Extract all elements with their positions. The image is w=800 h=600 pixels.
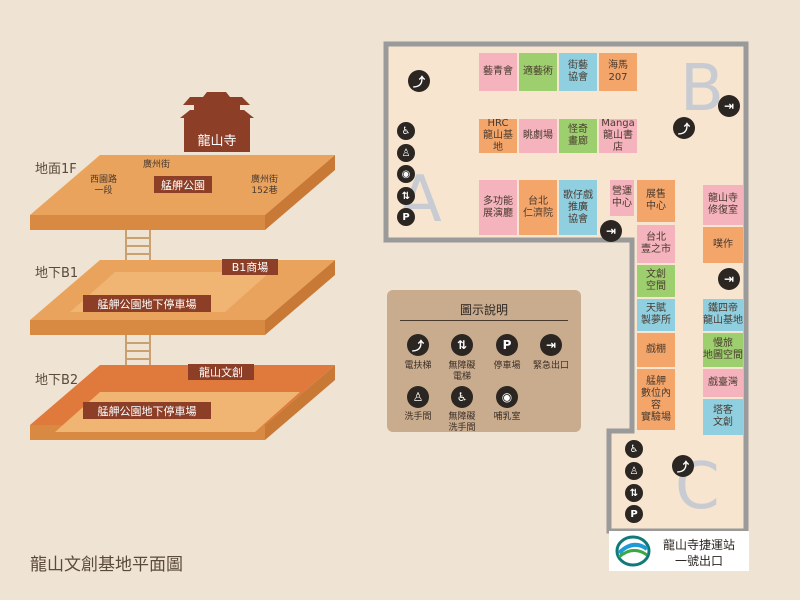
restroom-icon-c: ♙ <box>625 462 643 480</box>
unit-u9[interactable]: 多功能 展演廳 <box>479 180 517 235</box>
metro-logo-icon <box>615 535 651 567</box>
escalator-icon-a: ⤴ <box>408 70 430 92</box>
temple-label: 龍山寺 <box>197 134 237 149</box>
unit-u18[interactable]: 艋舺 數位內容 實驗場 <box>637 369 675 430</box>
nursing-room-icon-a: ◉ <box>397 165 415 183</box>
parking-icon: P <box>496 334 518 356</box>
zone-b: B <box>680 52 724 126</box>
unit-u5[interactable]: HRC 龍山基地 <box>479 118 517 153</box>
legend-label-exit: 緊急出口 <box>532 361 569 371</box>
unit-u3[interactable]: 街藝 協會 <box>559 53 597 91</box>
emergency-exit-icon-c: ⇥ <box>718 268 740 290</box>
unit-u6[interactable]: 眺劇場 <box>519 119 557 153</box>
ground-floor-side <box>265 155 335 230</box>
legend-label-restroom: 洗手間 <box>404 412 432 422</box>
escalator-icon-b: ⤴ <box>673 117 695 139</box>
restroom-icon: ♙ <box>407 386 429 408</box>
unit-u22[interactable]: 慢旅 地圖空間 <box>703 333 743 367</box>
unit-u19[interactable]: 龍山寺 修復室 <box>703 185 743 225</box>
emergency-exit-icon-mid: ⇥ <box>600 220 622 242</box>
unit-u13[interactable]: 展售 中心 <box>637 180 675 222</box>
escalator-icon: ⤴ <box>407 334 429 356</box>
b1-floor-side <box>265 260 335 335</box>
accessible-restroom-icon-a: ♿ <box>397 122 415 140</box>
b1-parking-label: 艋舺公園地下停車場 <box>83 295 211 312</box>
street-right: 廣州街 152巷 <box>251 175 279 196</box>
unit-u7[interactable]: 怪奇 畫廊 <box>559 119 597 153</box>
parking-icon-c: P <box>625 505 643 523</box>
legend-label-elevator: 無障礙 電梯 <box>448 361 476 382</box>
unit-u24[interactable]: 塔客 文創 <box>703 399 743 435</box>
elevator-icon-c: ⇅ <box>625 484 643 502</box>
unit-u8[interactable]: Manga 龍山書店 <box>599 118 637 153</box>
unit-u12[interactable]: 營運 中心 <box>610 180 634 216</box>
unit-u21[interactable]: 鐵四帝 龍山基地 <box>703 299 743 331</box>
street-left: 西園路 一段 <box>90 175 118 196</box>
legend-divider <box>400 320 568 321</box>
emergency-exit-icon-b: ⇥ <box>718 95 740 117</box>
legend-label-parking: 停車場 <box>493 361 521 371</box>
unit-u20[interactable]: 噗作 <box>703 227 743 263</box>
ground-floor-front <box>30 215 265 230</box>
b1-floor-front <box>30 320 265 335</box>
accessible-restroom-icon: ♿ <box>451 386 473 408</box>
metro-exit-line2: 一號出口 <box>674 554 723 568</box>
unit-u10[interactable]: 台北 仁濟院 <box>519 180 557 235</box>
legend-label-escalator: 電扶梯 <box>404 361 432 371</box>
legend-box <box>387 290 581 432</box>
legend-label-accessible: 無障礙 洗手間 <box>448 412 476 433</box>
accessible-restroom-icon-c: ♿ <box>625 440 643 458</box>
parking-icon-a: P <box>397 208 415 226</box>
escalator-icon-c: ⤴ <box>672 455 694 477</box>
legend-label-nursing: 哺乳室 <box>493 412 521 422</box>
unit-u17[interactable]: 戲棚 <box>637 333 675 367</box>
ground-level-label: 地面1F <box>35 162 77 177</box>
page-title: 龍山文創基地平面圖 <box>30 555 183 575</box>
unit-u23[interactable]: 戲臺灣 <box>703 369 743 397</box>
nursing-room-icon: ◉ <box>496 386 518 408</box>
b1-tag: B1商場 <box>222 259 278 275</box>
park-label: 艋舺公園 <box>154 176 212 193</box>
unit-u14[interactable]: 台北 壹之市 <box>637 225 675 263</box>
unit-u11[interactable]: 歌仔戲 推廣 協會 <box>559 180 597 235</box>
b2-level-label: 地下B2 <box>35 373 79 388</box>
unit-u2[interactable]: 適藝術 <box>519 53 557 91</box>
elevator-icon: ⇅ <box>451 334 473 356</box>
unit-u16[interactable]: 天賦 製夢所 <box>637 299 675 331</box>
unit-u4[interactable]: 海馬 207 <box>599 53 637 91</box>
legend-title: 圖示說明 <box>459 303 508 317</box>
emergency-exit-icon: ⇥ <box>540 334 562 356</box>
unit-u15[interactable]: 文創 空間 <box>637 265 675 297</box>
b2-tag: 龍山文創 <box>188 364 254 380</box>
street-top: 廣州街 <box>143 160 171 170</box>
temple-icon <box>180 92 254 152</box>
level-diagram <box>30 92 335 440</box>
b2-floor-side <box>265 365 335 440</box>
restroom-icon-a: ♙ <box>397 144 415 162</box>
b1-level-label: 地下B1 <box>35 266 79 281</box>
metro-exit-line1: 龍山寺捷運站 <box>662 538 735 552</box>
unit-u1[interactable]: 藝青會 <box>479 53 517 91</box>
b2-parking-label: 艋舺公園地下停車場 <box>83 402 211 419</box>
elevator-icon-a: ⇅ <box>397 187 415 205</box>
